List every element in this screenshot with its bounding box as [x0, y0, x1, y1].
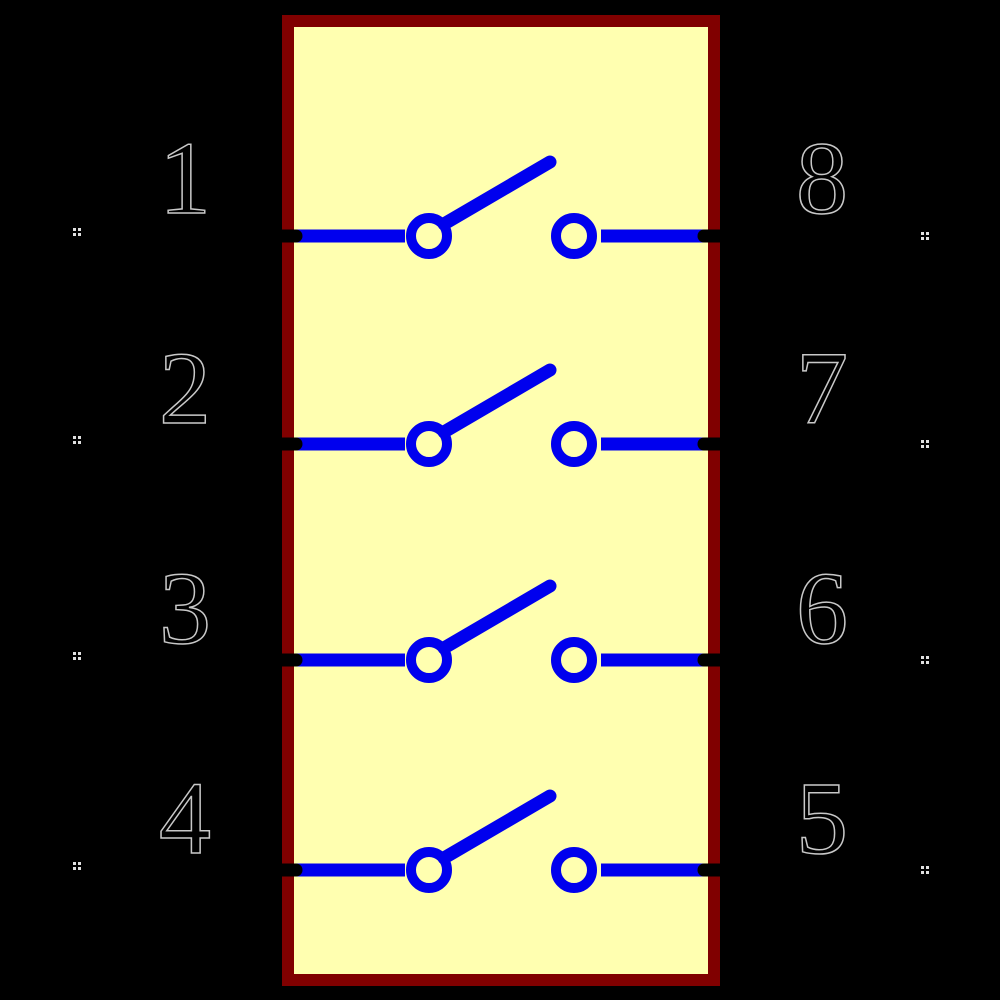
contact-right [551, 637, 597, 683]
switch-row-1 [270, 155, 730, 259]
pin-number-left-1: 1 [158, 121, 212, 236]
switch-row-2 [270, 363, 730, 467]
switch-lever [437, 155, 557, 231]
contact-right [551, 847, 597, 893]
switch-lever [437, 363, 557, 439]
pin-number-left-4: 4 [158, 761, 212, 876]
switch-lever [437, 789, 557, 865]
switch-lever [437, 579, 557, 655]
switch-row-4 [270, 789, 730, 893]
pin-number-right-5: 5 [795, 761, 849, 876]
pin-number-right-8: 8 [795, 121, 849, 236]
contact-right [551, 213, 597, 259]
pin-end-marker [921, 440, 929, 448]
pin-end-marker [921, 656, 929, 664]
pin-end-marker [921, 232, 929, 240]
contact-left [406, 637, 452, 683]
pin-end-marker [73, 652, 81, 660]
switch-row-3 [270, 579, 730, 683]
contact-left [406, 421, 452, 467]
contact-left [406, 847, 452, 893]
pin-number-right-7: 7 [795, 331, 849, 446]
component-body [282, 15, 720, 986]
pin-end-marker [73, 436, 81, 444]
contact-left [406, 213, 452, 259]
pin-end-marker [73, 862, 81, 870]
pin-number-left-3: 3 [158, 551, 212, 666]
pin-number-left-2: 2 [158, 331, 212, 446]
pin-end-marker [73, 228, 81, 236]
contact-right [551, 421, 597, 467]
pin-end-marker [921, 866, 929, 874]
pin-number-right-6: 6 [795, 551, 849, 666]
